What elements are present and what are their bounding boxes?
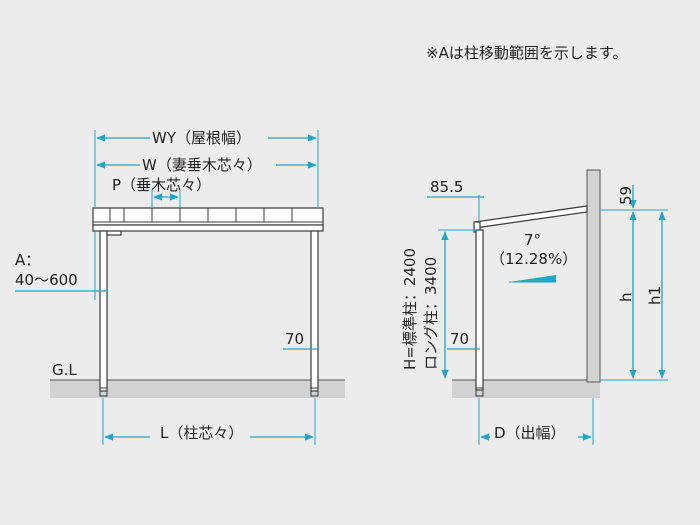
p-label: P（垂木芯々）: [112, 176, 211, 194]
a-range-label: 40～600: [15, 271, 78, 289]
front-ground: [50, 380, 345, 398]
h-label: h: [617, 292, 635, 302]
side-roof: [473, 205, 588, 233]
angle-degree-label: 7°: [524, 231, 541, 249]
h-long-label: ロング柱：3400: [422, 257, 440, 370]
front-70-label: 70: [285, 330, 304, 348]
a-label: A：: [15, 251, 40, 269]
front-right-post: [310, 230, 319, 392]
side-top-offset-label: 85.5: [430, 178, 463, 196]
w-label: W（妻垂木芯々）: [142, 156, 262, 174]
wy-label: WY（屋根幅）: [152, 129, 251, 147]
side-view: 85.5 7° （12.28%） H=標準柱：2400 ロング柱：3400 70…: [401, 169, 668, 445]
d-label: D（出幅）: [494, 424, 566, 442]
note-text: ※Aは柱移動範囲を示します。: [426, 44, 627, 62]
front-left-post: [99, 230, 108, 392]
dim-59-label: 59: [617, 186, 635, 205]
angle-percent-label: （12.28%）: [490, 250, 577, 268]
front-view: G.L WY（屋根幅） W（妻垂木芯々）: [15, 126, 345, 445]
front-roof: [92, 207, 324, 232]
h-standard-label: H=標準柱：2400: [401, 248, 419, 370]
side-ground: [452, 380, 600, 398]
side-wall: [586, 169, 601, 383]
slope-indicator: [509, 275, 556, 282]
l-label: L（柱芯々）: [160, 424, 243, 442]
h1-label: h1: [646, 286, 664, 305]
side-post: [475, 229, 484, 391]
gl-label: G.L: [52, 361, 77, 379]
side-70-label: 70: [450, 330, 469, 348]
